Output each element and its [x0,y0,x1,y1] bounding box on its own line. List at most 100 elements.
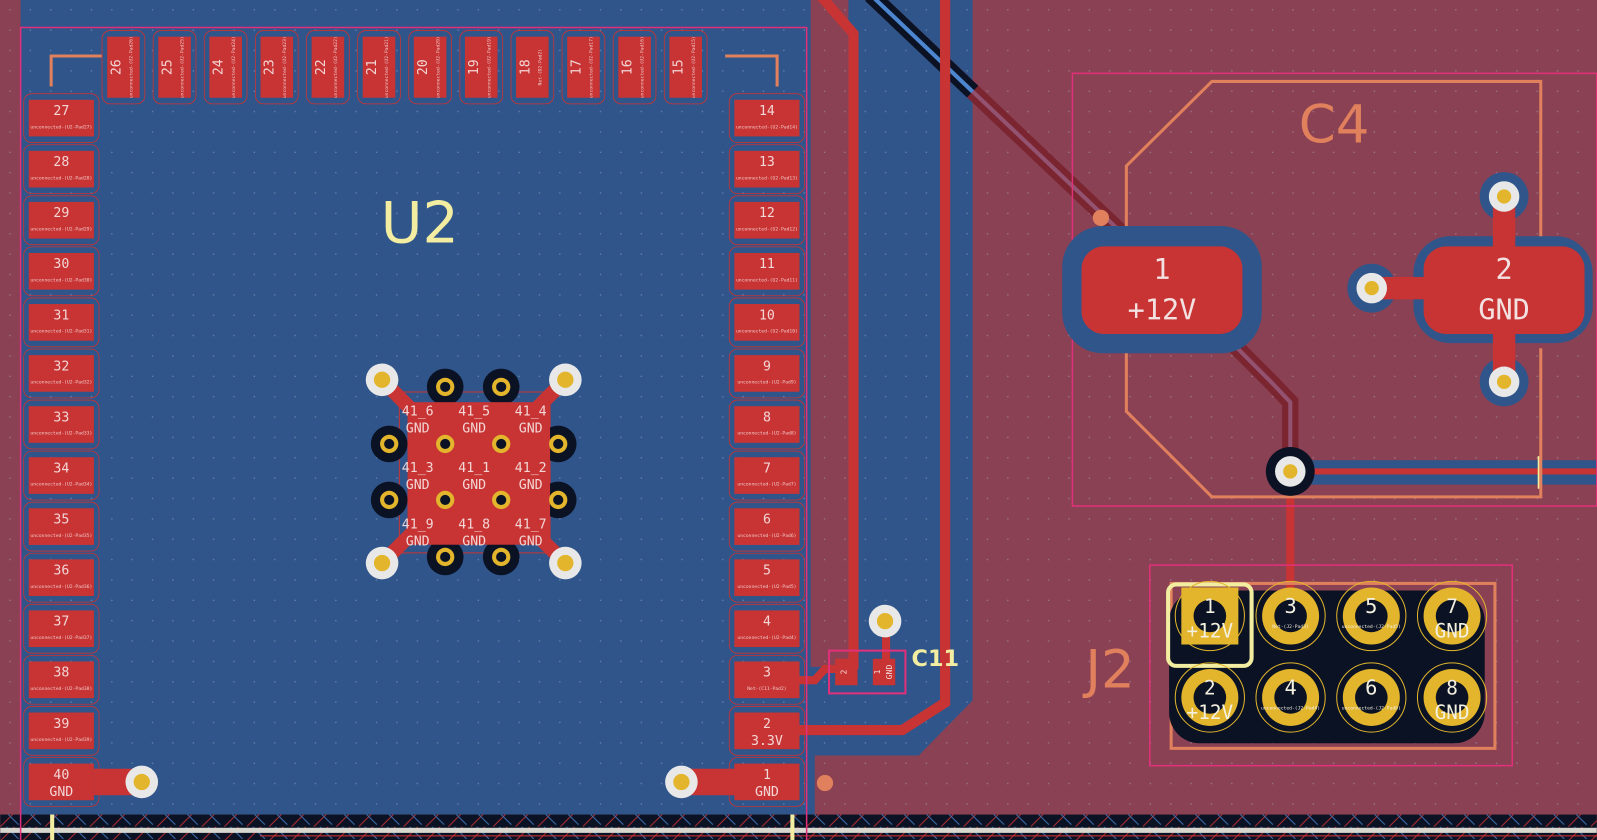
fab-marker [816,774,834,792]
via[interactable] [1356,272,1388,304]
pin-number: 3 [1284,594,1296,618]
corner-via[interactable] [549,546,582,580]
pad-copper [28,252,94,290]
via[interactable] [1488,181,1520,212]
footprint-c11[interactable]: 2 1 GND C11 [828,604,959,695]
back-trace-12v[interactable] [865,0,1299,472]
corner-via[interactable] [365,363,399,397]
c11-pad-2[interactable] [835,658,858,686]
pad-clearance-outline [254,30,299,105]
back-trace-horizontal[interactable] [1290,456,1597,489]
pad-net: unconnected-(U2-Pad8) [737,431,796,437]
corner-via[interactable] [365,546,399,580]
pad-number: 37 [53,615,69,630]
via[interactable] [1488,366,1520,398]
pad-net: GND [519,535,543,550]
c11-pad-1[interactable] [872,658,896,686]
c4-pad-2[interactable] [1423,246,1585,334]
c4-silk-outline [1124,346,1543,499]
pad-net: GND [462,535,486,550]
c4-pad-1[interactable] [1081,246,1243,334]
u2-pad-2[interactable]: 23.3V [728,706,806,756]
gnd-via[interactable] [665,765,738,799]
pad-number: 31 [53,308,69,323]
pad-net: unconnected-(U2-Pad6) [737,533,796,539]
j2-pin-1[interactable]: 1+12V [1174,580,1245,652]
pad-number: 33 [53,410,69,425]
pad-copper [28,406,94,443]
via-12v[interactable] [1265,446,1315,496]
pad-number: 28 [53,155,69,170]
via[interactable] [868,604,902,638]
pad-copper [362,36,396,98]
pad-copper [28,201,94,239]
pad-copper [734,661,800,699]
corner-via[interactable] [549,363,582,397]
pad-number: 7 [763,461,771,476]
j2-pin-2[interactable]: 2+12V [1174,662,1245,733]
gnd-via[interactable] [93,765,159,799]
pad-copper [413,36,447,98]
pad-clearance-outline [203,30,248,105]
c4-reference: C4 [1299,95,1370,156]
thermal-via-drill [492,377,511,397]
